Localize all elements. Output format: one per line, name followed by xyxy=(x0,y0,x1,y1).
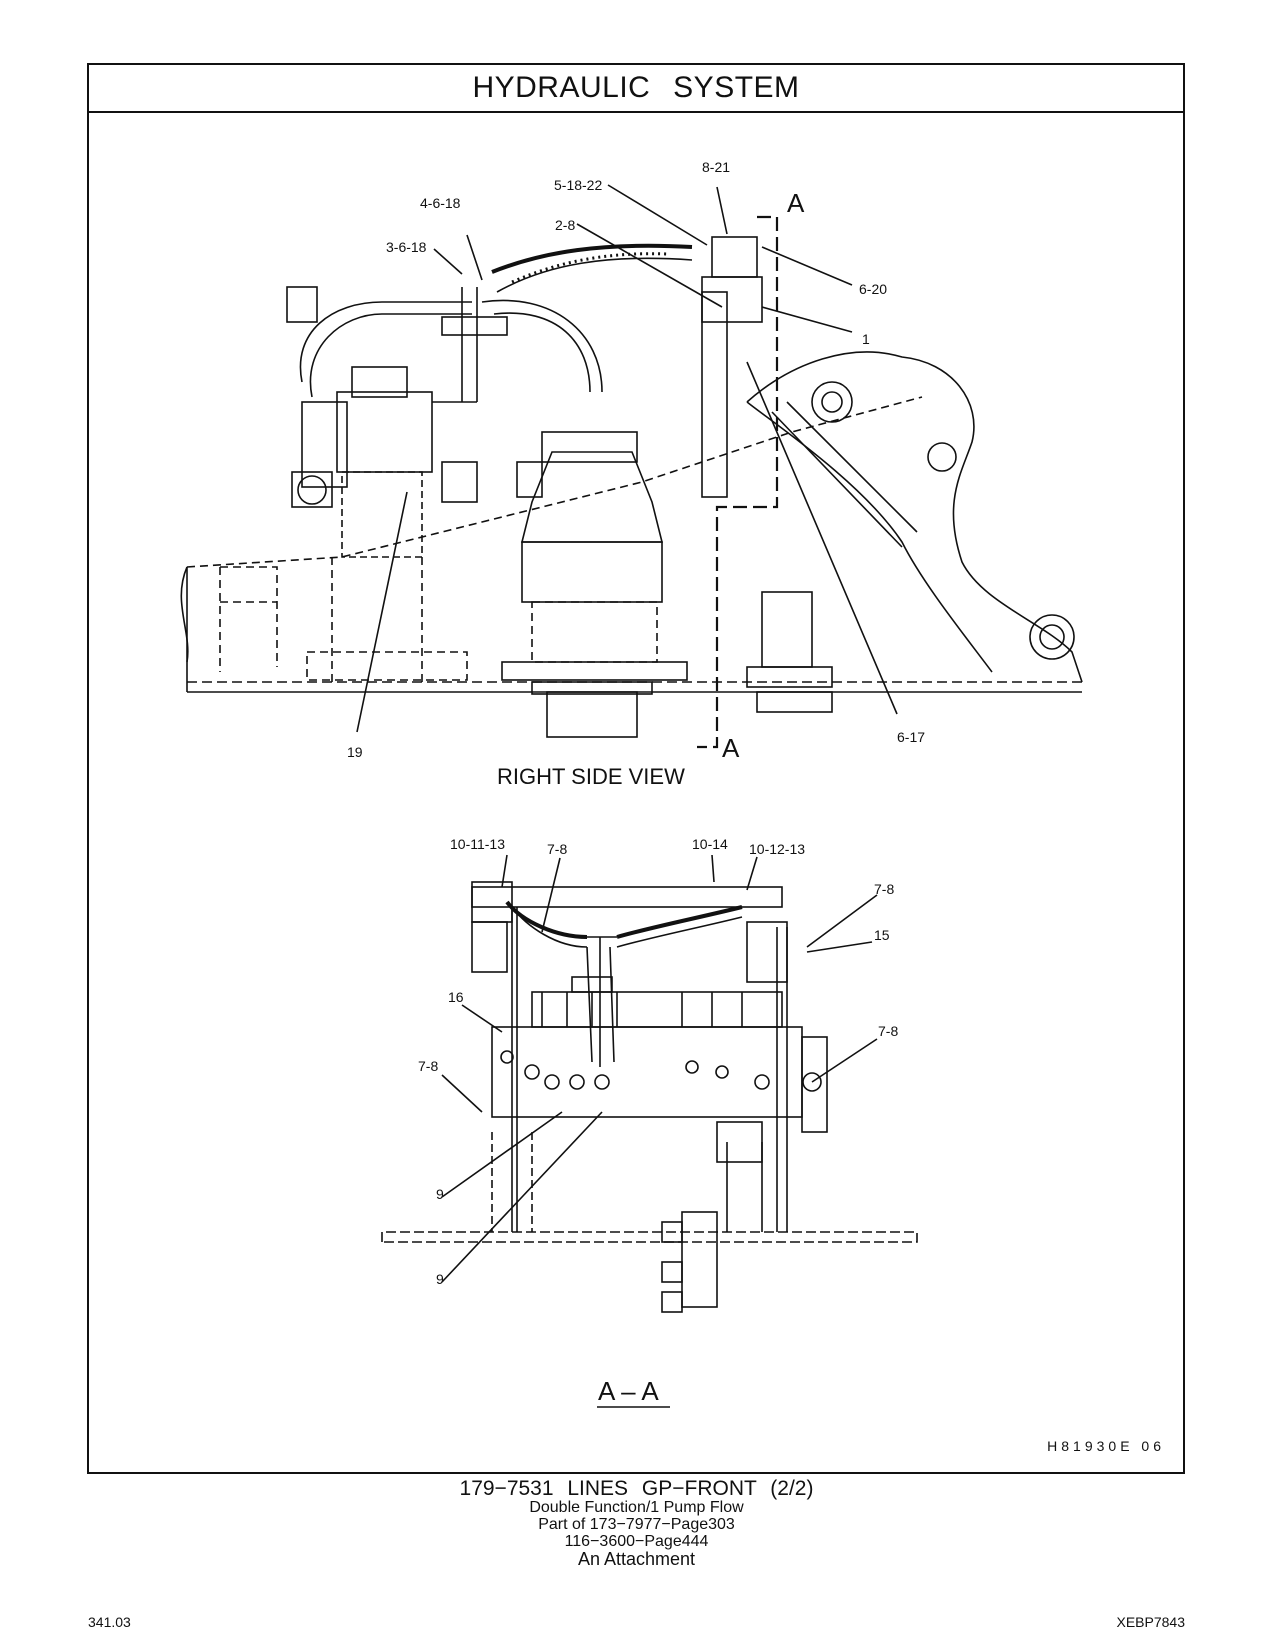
callout-7-8: 7-8 xyxy=(878,1023,898,1039)
right-side-view-label: RIGHT SIDE VIEW xyxy=(497,764,685,789)
callout-3-6-18: 3-6-18 xyxy=(386,239,427,255)
callout-10-14: 10-14 xyxy=(692,836,728,852)
callout-19: 19 xyxy=(347,744,363,760)
page-number: 341.03 xyxy=(88,1614,131,1630)
callout-6-20: 6-20 xyxy=(859,281,887,297)
callout-7-8: 7-8 xyxy=(874,881,894,897)
callout-5-18-22: 5-18-22 xyxy=(554,177,602,193)
callout-4-6-18: 4-6-18 xyxy=(420,195,461,211)
callout-15: 15 xyxy=(874,927,890,943)
section-marker-bottom: A xyxy=(722,733,740,763)
callout-7-8: 7-8 xyxy=(547,841,567,857)
section-view-label: A – A xyxy=(598,1376,659,1406)
caption-line-3: 116−3600−Page444 xyxy=(564,1532,709,1550)
callout-2-8: 2-8 xyxy=(555,217,575,233)
callout-9: 9 xyxy=(436,1186,444,1202)
page-title: HYDRAULIC SYSTEM xyxy=(89,65,1183,113)
callout-6-17: 6-17 xyxy=(897,729,925,745)
hydraulic-diagram: 8-21 5-18-22 4-6-18 2-8 3-6-18 6-20 1 19… xyxy=(180,159,1083,1408)
document-id: XEBP7843 xyxy=(1116,1614,1186,1630)
caption-line-2: Part of 173−7977−Page303 xyxy=(538,1515,735,1533)
callout-7-8: 7-8 xyxy=(418,1058,438,1074)
section-marker-top: A xyxy=(787,188,805,218)
callout-10-11-13: 10-11-13 xyxy=(450,836,505,852)
drawing-number: H81930E 06 xyxy=(1047,1438,1165,1454)
callout-9: 9 xyxy=(436,1271,444,1287)
drawing-frame: HYDRAULIC SYSTEM xyxy=(87,63,1185,1474)
caption-line-1: Double Function/1 Pump Flow xyxy=(529,1499,744,1517)
callout-16: 16 xyxy=(448,989,464,1005)
caption-title: 179−7531 LINES GP−FRONT (2/2) xyxy=(459,1477,814,1500)
callout-8-21: 8-21 xyxy=(702,159,730,175)
callout-1: 1 xyxy=(862,331,870,347)
caption-line-4: An Attachment xyxy=(577,1549,696,1570)
figure-caption: 179−7531 LINES GP−FRONT (2/2) Double Fun… xyxy=(0,1477,1273,1570)
callout-10-12-13: 10-12-13 xyxy=(749,841,805,857)
